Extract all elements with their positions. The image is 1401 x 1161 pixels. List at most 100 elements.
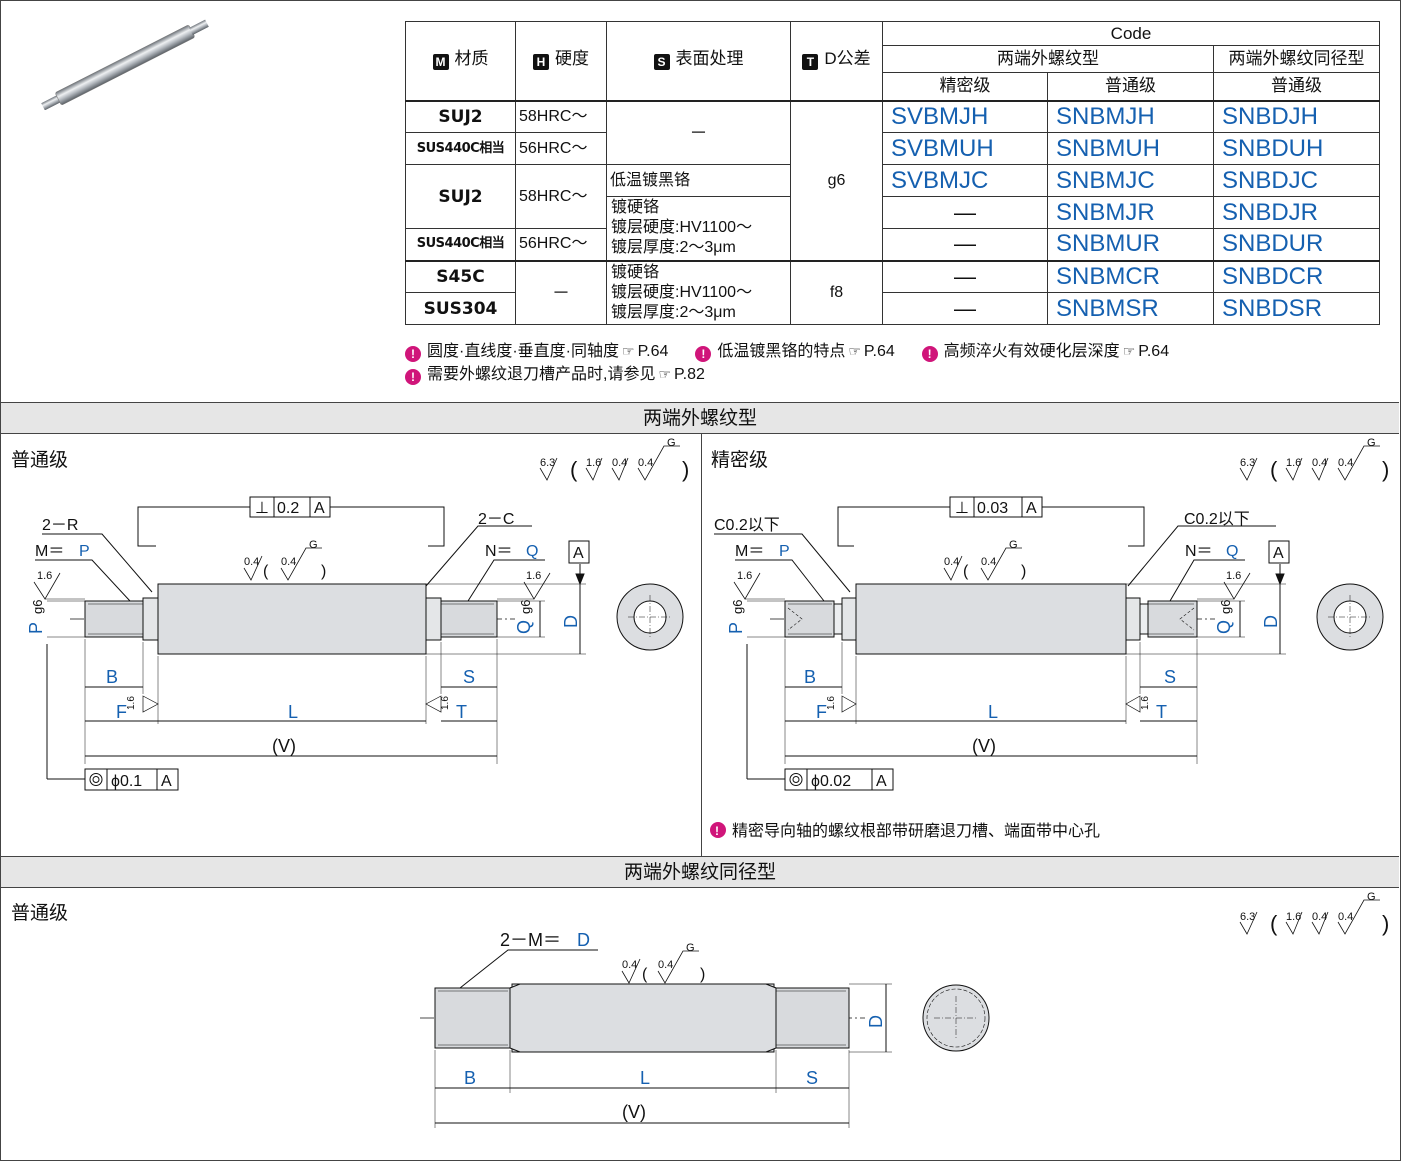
grade-label-normal-2: 普通级	[11, 902, 69, 924]
svg-text:0.4: 0.4	[244, 556, 259, 568]
table-row: SUJ2 58HRC～ － g6 SVBMJH SNBMJH SNBDJH	[405, 99, 1380, 261]
svg-text:S: S	[1164, 667, 1176, 687]
svg-text:6.3: 6.3	[1240, 457, 1255, 469]
svg-text:(V): (V)	[972, 736, 996, 756]
header-code: Code	[882, 21, 1380, 46]
pointing-hand-icon: ☞	[1122, 343, 1136, 359]
table-row: SUJ2 58HRC～ 低温镀黑铬 SVBMJC SNBMJC SNBDJC	[405, 164, 1380, 229]
section-divider	[701, 434, 702, 856]
svg-text:1.6: 1.6	[440, 696, 451, 710]
table-row: SUS440C相当 56HRC～ SVBMUH SNBMUH SNBDUH	[405, 132, 1380, 165]
svg-text:P: P	[726, 622, 746, 634]
svg-text:1.6: 1.6	[1226, 570, 1241, 582]
header-same-diameter: 两端外螺纹同径型	[1213, 45, 1380, 73]
hardness-badge: H	[533, 54, 549, 71]
code-cell[interactable]: SNBDUR	[1213, 228, 1380, 261]
code-cell[interactable]: SNBMJC	[1047, 164, 1214, 197]
roughness-header: 6.3 ( 1.6 0.4 0.4 G )	[1239, 891, 1389, 936]
code-cell[interactable]: SNBMJR	[1047, 196, 1214, 229]
svg-text:g6: g6	[518, 600, 533, 614]
svg-text:0.4: 0.4	[281, 556, 296, 568]
code-cell[interactable]: SNBMSR	[1047, 292, 1214, 325]
svg-text:N＝: N＝	[485, 543, 513, 560]
svg-text:G: G	[667, 437, 676, 449]
code-cell[interactable]: SNBDJR	[1213, 196, 1380, 229]
ref-link[interactable]: P.82	[674, 366, 705, 383]
svg-text:(: (	[642, 966, 648, 983]
code-cell[interactable]: SNBMUH	[1047, 132, 1214, 165]
code-cell[interactable]: SNBMJH	[1047, 99, 1214, 133]
code-cell[interactable]: SVBMJH	[882, 99, 1048, 133]
end-view	[1316, 583, 1384, 651]
svg-text:(V): (V)	[272, 736, 296, 756]
svg-text:P: P	[79, 543, 90, 560]
svg-text:精密导向轴的螺纹根部带研磨退刀槽、端面带中心孔: 精密导向轴的螺纹根部带研磨退刀槽、端面带中心孔	[732, 822, 1100, 840]
notes-line-1: !圆度·直线度·垂直度·同轴度☞P.64 !低温镀黑铬的特点☞P.64 !高频淬…	[405, 341, 1169, 362]
svg-text:Q: Q	[526, 543, 538, 560]
code-cell[interactable]: SNBDCR	[1213, 259, 1380, 293]
svg-text:2－M＝: 2－M＝	[500, 930, 561, 950]
drawing-normal-grade: 6.3 ( 1.6 0.4 0.4 G ) ⊥ 0.2 A 2－R 2－C M＝	[26, 437, 689, 791]
svg-text:1.6: 1.6	[586, 457, 601, 469]
header-precision: 精密级	[882, 72, 1048, 101]
code-cell[interactable]: SNBDJC	[1213, 164, 1380, 197]
svg-text:): )	[1382, 457, 1389, 482]
svg-text:): )	[682, 457, 689, 482]
header-normal-same: 普通级	[1213, 72, 1380, 101]
code-cell[interactable]: SVBMUH	[882, 132, 1048, 165]
svg-text:B: B	[464, 1068, 476, 1088]
svg-text:D: D	[866, 1015, 886, 1028]
svg-text:Q: Q	[1214, 620, 1234, 634]
svg-text:A: A	[876, 773, 887, 790]
concentricity-frame: ϕ0.02 A	[747, 768, 894, 791]
code-cell[interactable]: SVBMJC	[882, 164, 1048, 197]
svg-text:1.6: 1.6	[1286, 457, 1301, 469]
code-cell[interactable]: SNBDUH	[1213, 132, 1380, 165]
svg-text:6.3: 6.3	[540, 457, 555, 469]
svg-text:A: A	[314, 500, 325, 517]
perpendicularity-frame: ⊥ 0.2 A	[137, 496, 445, 547]
svg-text:0.4: 0.4	[612, 457, 627, 469]
svg-text:T: T	[456, 702, 467, 722]
code-cell[interactable]: SNBDSR	[1213, 292, 1380, 325]
table-row: S45C － 镀硬铬 镀层硬度:HV1100～ 镀层厚度:2～3μm f8 — …	[405, 259, 1380, 325]
svg-text:0.2: 0.2	[277, 500, 299, 517]
svg-text:T: T	[1156, 702, 1167, 722]
ref-link[interactable]: P.64	[863, 343, 895, 360]
svg-text:(: (	[1270, 911, 1278, 936]
svg-text:!: !	[715, 824, 719, 838]
pointing-hand-icon: ☞	[622, 343, 635, 359]
svg-text:0.4: 0.4	[944, 556, 959, 568]
roughness-header: 6.3 ( 1.6 0.4 0.4 G )	[1239, 437, 1389, 482]
svg-text:0.4: 0.4	[1312, 457, 1327, 469]
code-cell[interactable]: SNBMUR	[1047, 228, 1214, 261]
ref-link[interactable]: P.64	[637, 343, 669, 360]
svg-text:N＝: N＝	[1185, 543, 1213, 560]
svg-text:C0.2以下: C0.2以下	[714, 517, 780, 534]
svg-text:D: D	[577, 930, 590, 950]
svg-text:0.4: 0.4	[981, 556, 996, 568]
svg-text:G: G	[686, 942, 695, 954]
svg-text:F: F	[816, 702, 827, 722]
info-bulb-icon: !	[921, 346, 938, 362]
svg-text:(: (	[963, 563, 969, 580]
svg-text:0.4: 0.4	[638, 457, 653, 469]
perpendicularity-frame: ⊥ 0.03 A	[837, 496, 1145, 547]
code-cell[interactable]: SNBDJH	[1213, 99, 1380, 133]
surface-badge: S	[653, 54, 670, 71]
code-cell[interactable]: SNBMCR	[1047, 259, 1214, 293]
section-title-double-thread: 两端外螺纹型	[1, 402, 1399, 434]
svg-text:A: A	[573, 545, 584, 562]
drawing-precision-grade: 6.3 ( 1.6 0.4 0.4 G ) ⊥ 0.03 A C0.2以下 C0…	[710, 437, 1389, 840]
svg-text:1.6: 1.6	[126, 696, 137, 710]
concentricity-frame: ϕ0.1 A	[47, 768, 179, 791]
svg-text:C0.2以下: C0.2以下	[1184, 511, 1250, 528]
ref-link[interactable]: P.64	[1138, 343, 1170, 360]
svg-text:g6: g6	[1218, 600, 1233, 614]
svg-text:S: S	[463, 667, 475, 687]
svg-text:1.6: 1.6	[526, 570, 541, 582]
svg-text:0.03: 0.03	[977, 500, 1008, 517]
